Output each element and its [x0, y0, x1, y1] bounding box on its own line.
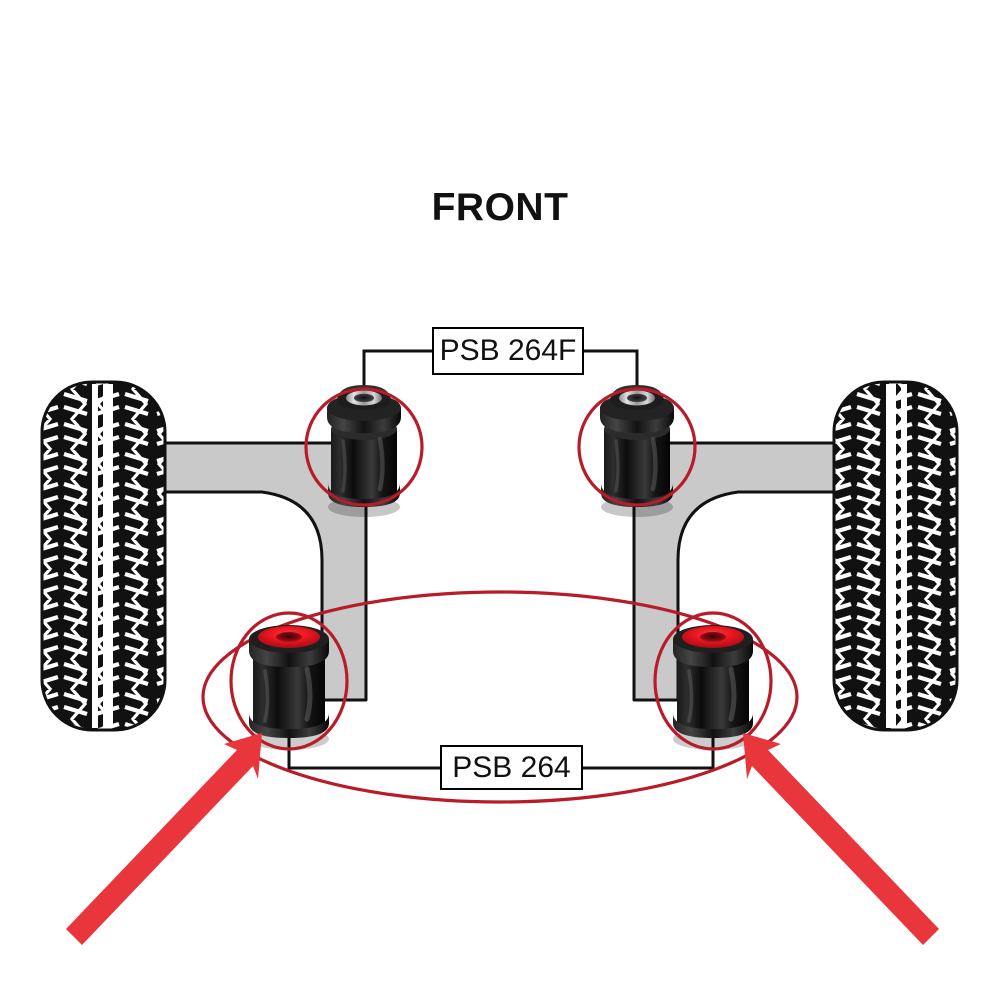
- upper-right-bushing: [577, 385, 697, 517]
- leader-line-upper: [362, 349, 639, 400]
- lower-bushing-group-ellipse: [201, 590, 799, 804]
- part-label-psb-264f-text: PSB 264F: [439, 334, 577, 367]
- tire-right: [832, 380, 959, 732]
- upper-left-bushing: [304, 385, 424, 517]
- tire-left: [40, 380, 167, 732]
- part-label-psb-264-text: PSB 264: [452, 750, 571, 784]
- pointer-arrow-right: [743, 733, 939, 945]
- part-label-psb-264f: PSB 264F: [432, 327, 584, 375]
- lower-right-bushing: [653, 611, 773, 750]
- pointer-arrow-left: [66, 733, 262, 945]
- lower-left-bushing: [229, 611, 349, 750]
- page-title: FRONT: [431, 186, 569, 229]
- part-label-psb-264: PSB 264: [440, 745, 583, 790]
